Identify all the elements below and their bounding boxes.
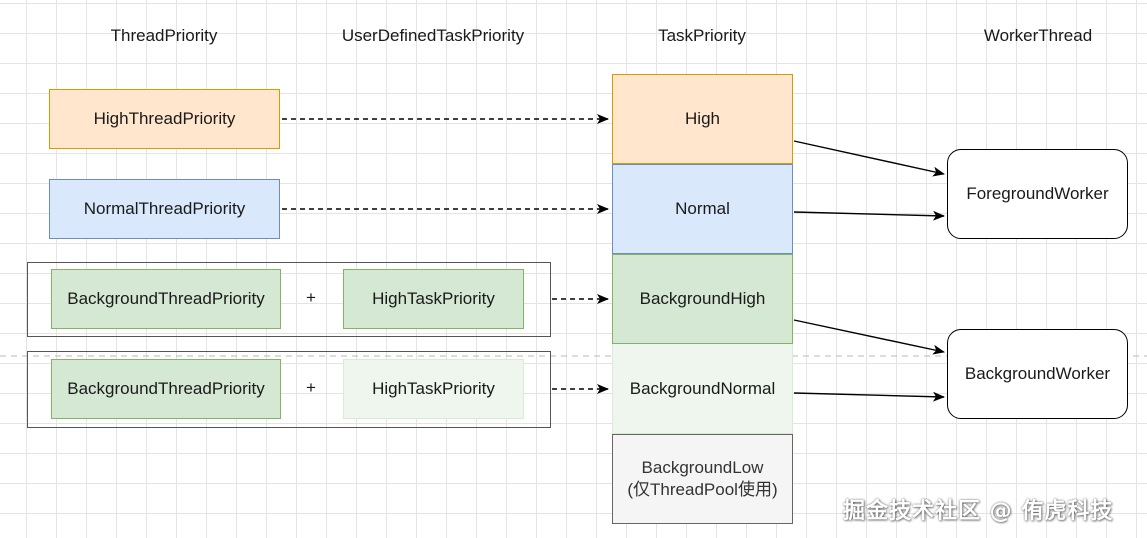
task-priority-background-high-box[interactable]: BackgroundHigh [612, 254, 793, 344]
watermark-text: 掘金技术社区 @ 侑虎科技 [843, 499, 1114, 524]
task-priority-background-low-box[interactable]: BackgroundLow (仅ThreadPool使用) [612, 434, 793, 524]
normal-thread-priority-label: NormalThreadPriority [83, 199, 246, 218]
high-thread-priority-label: HighThreadPriority [93, 109, 236, 128]
plus-sign-2: + [306, 378, 316, 397]
plus-sign-1: + [306, 288, 316, 307]
task-priority-normal-label: Normal [675, 199, 730, 218]
background-thread-priority-label-2: BackgroundThreadPriority [67, 379, 265, 398]
header-worker-thread: WorkerThread [983, 26, 1093, 45]
header-thread-priority: ThreadPriority [110, 26, 218, 45]
header-task-priority: TaskPriority [658, 26, 746, 45]
task-priority-background-high-label: BackgroundHigh [639, 289, 766, 308]
task-priority-background-low-label: BackgroundLow [641, 458, 764, 477]
arrow-normal-to-foreground [793, 210, 945, 221]
background-worker-box[interactable]: BackgroundWorker [947, 329, 1128, 419]
task-priority-background-normal-label: BackgroundNormal [629, 378, 776, 398]
task-priority-high-box[interactable]: High [612, 74, 793, 164]
header-user-defined-task-priority: UserDefinedTaskPriority [341, 26, 525, 45]
high-thread-priority-box[interactable]: HighThreadPriority [49, 89, 280, 149]
arrow-background-high-to-background-worker [793, 319, 945, 355]
arrow-background-normal-to-background-worker [793, 391, 945, 402]
background-thread-priority-label-1: BackgroundThreadPriority [67, 289, 265, 308]
high-task-priority-label-2: HighTaskPriority [372, 379, 495, 398]
foreground-worker-label: ForegroundWorker [966, 184, 1109, 203]
normal-thread-priority-box[interactable]: NormalThreadPriority [49, 179, 280, 239]
high-task-priority-box-2[interactable]: HighTaskPriority [343, 359, 524, 419]
background-thread-priority-box-2[interactable]: BackgroundThreadPriority [51, 359, 281, 419]
task-priority-background-low-note: (仅ThreadPool使用) [627, 480, 778, 499]
background-worker-label: BackgroundWorker [964, 364, 1111, 383]
task-priority-normal-box[interactable]: Normal [612, 164, 793, 254]
arrow-high-to-foreground [793, 140, 945, 177]
foreground-worker-box[interactable]: ForegroundWorker [947, 149, 1128, 239]
background-normal-combo-group[interactable] [27, 351, 551, 428]
background-high-combo-group[interactable] [27, 262, 551, 337]
high-task-priority-box-1[interactable]: HighTaskPriority [343, 269, 524, 329]
task-priority-background-normal-box[interactable]: BackgroundNormal [612, 344, 793, 434]
task-priority-high-label: High [685, 109, 720, 128]
background-thread-priority-box-1[interactable]: BackgroundThreadPriority [51, 269, 281, 329]
high-task-priority-label-1: HighTaskPriority [372, 289, 495, 308]
